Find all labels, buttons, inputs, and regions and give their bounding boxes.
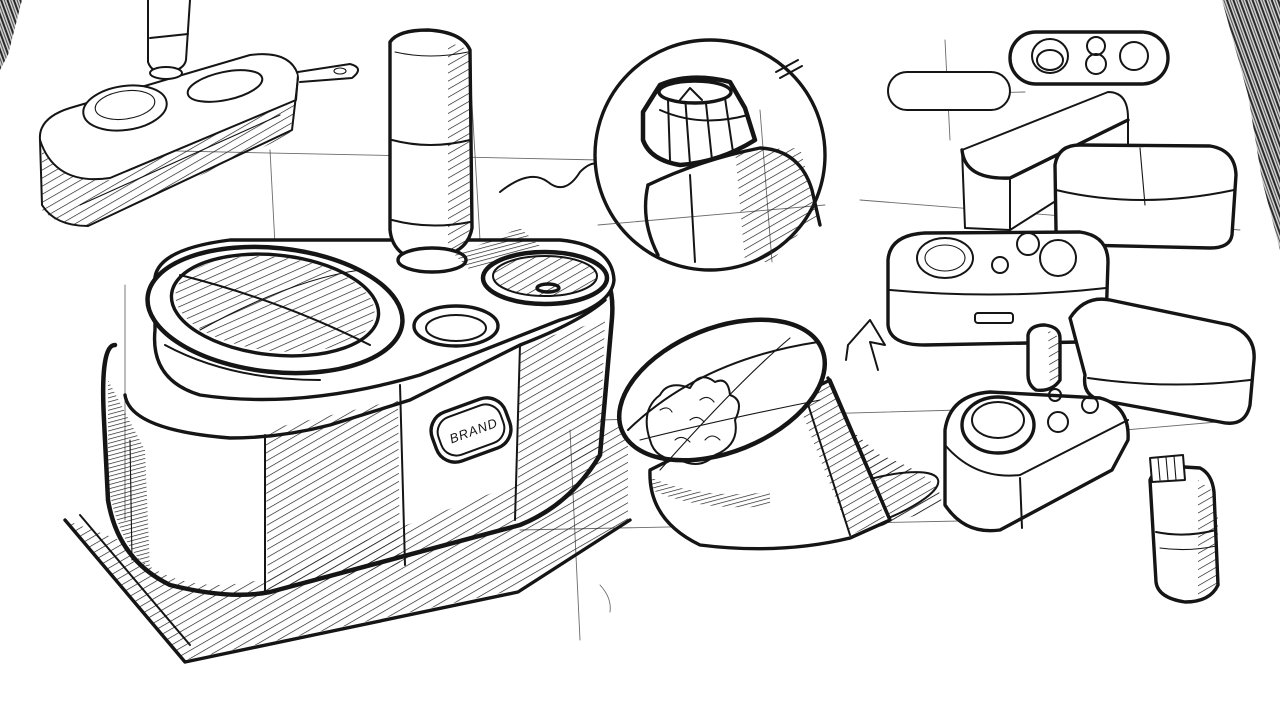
small-top-left-perspective bbox=[38, 0, 359, 227]
desk-corner-top-right bbox=[1222, 0, 1280, 250]
brand-badge: BRAND bbox=[429, 396, 513, 464]
desk-corner-top-left bbox=[0, 0, 22, 70]
main-dispenser: BRAND bbox=[63, 28, 632, 664]
detail-callout-arrow bbox=[499, 162, 601, 193]
small-bottle bbox=[1148, 454, 1220, 604]
base-tray-shadow bbox=[65, 420, 628, 660]
right-column-variations bbox=[886, 30, 1256, 533]
bottle-cap-detail bbox=[593, 38, 827, 272]
tilted-bowl bbox=[616, 317, 942, 551]
